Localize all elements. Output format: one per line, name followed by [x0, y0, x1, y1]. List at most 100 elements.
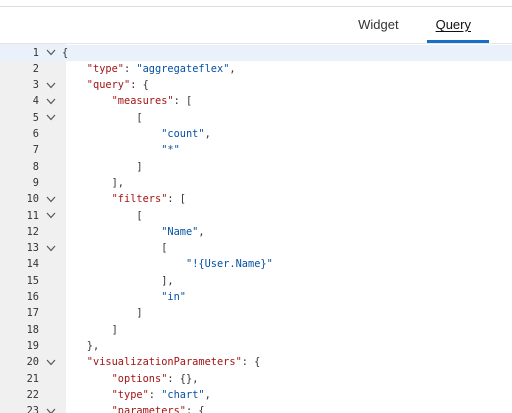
fold-chevron-icon[interactable] — [44, 77, 58, 93]
line-number: 19 — [26, 339, 39, 352]
json-string: "!{User.Name}" — [186, 258, 273, 271]
tab-query[interactable]: Query — [426, 14, 490, 43]
code-line[interactable]: 10 "filters": [ — [0, 191, 512, 207]
code-line[interactable]: 16"in" — [0, 289, 512, 305]
code-text: "filters": [ — [112, 191, 186, 207]
line-number: 1 — [32, 46, 39, 59]
code-line[interactable]: 4"measures": [ — [0, 93, 512, 109]
json-punctuation: : — [124, 62, 137, 75]
json-punctuation: , — [198, 225, 205, 238]
code-line[interactable]: 22 "type": "chart", — [0, 387, 512, 403]
code-line[interactable]: 14 "!{User.Name}" — [0, 256, 512, 272]
json-punctuation: ] — [136, 307, 143, 320]
json-punctuation: : { — [130, 79, 149, 92]
line-number: 22 — [26, 388, 39, 401]
fold-chevron-icon[interactable] — [44, 403, 58, 413]
json-punctuation: }, — [86, 339, 100, 352]
json-string: "chart" — [161, 388, 205, 401]
line-number: 21 — [26, 372, 39, 385]
code-text: ], — [112, 175, 124, 191]
code-line[interactable]: 13 [ — [0, 240, 512, 256]
json-punctuation: : — [148, 388, 162, 401]
line-number: 6 — [32, 128, 39, 140]
tab-widget[interactable]: Widget — [358, 17, 399, 32]
line-number: 10 — [26, 193, 39, 206]
json-punctuation: , — [204, 388, 211, 401]
line-number: 13 — [26, 242, 39, 255]
line-number: 2 — [32, 62, 39, 75]
code-text: [ — [136, 208, 142, 224]
code-line[interactable]: 6 "count", — [0, 126, 512, 142]
code-line[interactable]: 19}, — [0, 338, 512, 354]
code-text: ] — [112, 322, 118, 338]
code-text: "query": { — [87, 77, 149, 93]
code-text: "!{User.Name}" — [186, 256, 273, 272]
code-line[interactable]: 23 "parameters": { — [0, 403, 512, 413]
fold-chevron-icon[interactable] — [44, 93, 58, 109]
code-line[interactable]: 3"query": { — [0, 77, 512, 93]
code-text: "type": "chart", — [112, 387, 211, 403]
fold-chevron-icon[interactable] — [44, 208, 58, 224]
line-number: 15 — [26, 274, 39, 287]
json-key: "parameters" — [111, 405, 186, 413]
json-string: "in" — [161, 291, 186, 303]
code-line[interactable]: 20 "visualizationParameters": { — [0, 354, 512, 370]
code-line[interactable]: 18] — [0, 322, 512, 338]
json-punctuation: : { — [186, 405, 205, 413]
fold-chevron-icon[interactable] — [44, 240, 58, 256]
json-punctuation: , — [229, 62, 236, 75]
code-line[interactable]: 17] — [0, 305, 512, 321]
line-number: 5 — [32, 111, 39, 124]
fold-chevron-icon[interactable] — [44, 110, 58, 126]
json-key: "query" — [86, 79, 131, 92]
code-text: [ — [136, 110, 142, 126]
json-string: "*" — [161, 144, 180, 157]
code-line[interactable]: 11[ — [0, 208, 512, 224]
line-number: 17 — [26, 307, 39, 320]
json-punctuation: ] — [136, 160, 143, 173]
json-punctuation: : { — [241, 356, 261, 369]
line-number: 20 — [26, 356, 39, 369]
json-punctuation: , — [204, 128, 211, 140]
code-line[interactable]: 9], — [0, 175, 512, 191]
code-line[interactable]: 12 "Name", — [0, 224, 512, 240]
json-punctuation: ], — [161, 274, 174, 287]
json-string: "Name" — [161, 225, 199, 238]
code-line[interactable]: 7 "*" — [0, 142, 512, 158]
line-number: 23 — [26, 405, 39, 413]
code-editor[interactable]: 1{2"type": "aggregateflex",3"query": {4"… — [0, 44, 512, 413]
code-text: "count", — [161, 126, 211, 142]
code-line[interactable]: 8] — [0, 159, 512, 175]
code-line[interactable]: 1{ — [0, 44, 512, 61]
line-number-gutter — [0, 44, 66, 413]
code-text: ] — [136, 159, 142, 175]
fold-chevron-icon[interactable] — [44, 191, 58, 207]
line-number: 14 — [26, 258, 39, 271]
json-punctuation: ], — [111, 176, 124, 189]
line-number: 12 — [26, 225, 39, 238]
json-punctuation: { — [62, 46, 69, 59]
code-text: "parameters": { — [112, 403, 205, 413]
json-punctuation: [ — [136, 209, 143, 222]
code-text: }, — [87, 338, 99, 354]
json-punctuation: : {}, — [167, 372, 199, 385]
top-divider — [0, 6, 512, 7]
json-key: "type" — [86, 62, 124, 75]
code-line[interactable]: 5[ — [0, 110, 512, 126]
json-key: "visualizationParameters" — [86, 356, 242, 369]
code-text: [ — [161, 240, 167, 256]
code-text: { — [62, 45, 68, 61]
json-key: "measures" — [111, 95, 174, 108]
code-text: "in" — [161, 289, 186, 305]
code-line[interactable]: 21 "options": {}, — [0, 371, 512, 387]
json-string: "count" — [161, 128, 205, 140]
code-line[interactable]: 2"type": "aggregateflex", — [0, 61, 512, 77]
line-number: 9 — [32, 176, 39, 189]
fold-chevron-icon[interactable] — [44, 45, 58, 61]
code-line[interactable]: 15], — [0, 273, 512, 289]
line-number: 18 — [26, 323, 39, 336]
json-punctuation: [ — [161, 242, 168, 255]
code-text: "options": {}, — [112, 371, 199, 387]
fold-chevron-icon[interactable] — [44, 354, 58, 370]
line-number: 7 — [32, 144, 39, 157]
